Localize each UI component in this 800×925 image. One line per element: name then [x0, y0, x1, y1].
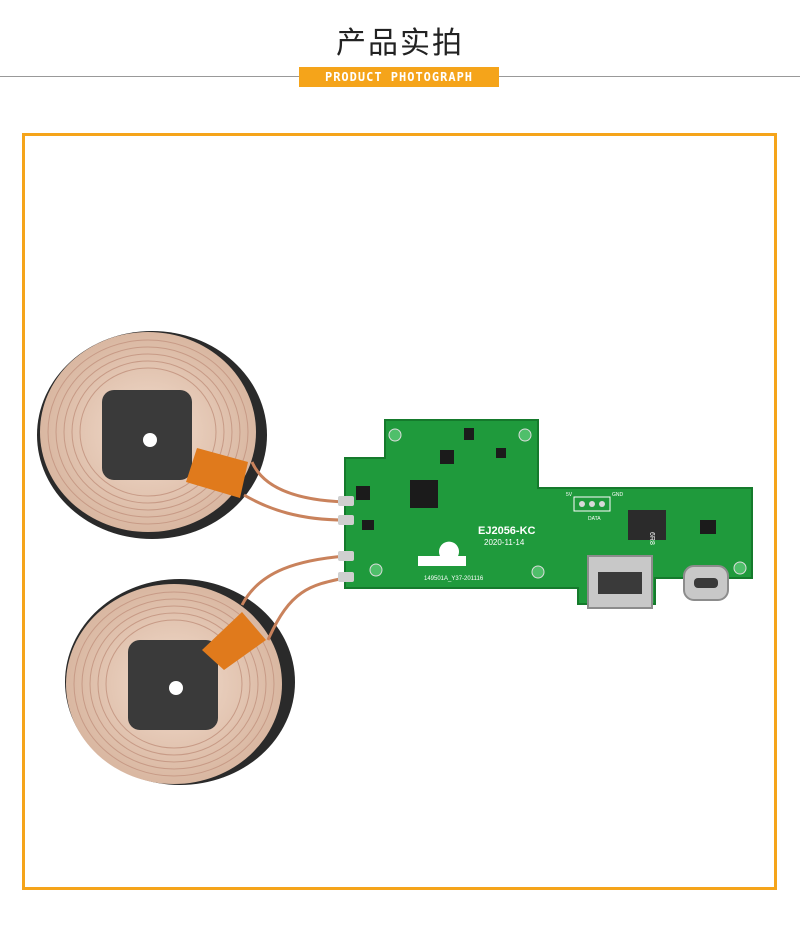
pin-label-data: DATA [588, 516, 601, 522]
pin-label-5v: 5V [566, 492, 573, 498]
board-date-label: 2020-11-14 [484, 538, 525, 547]
board-model-label: EJ2056-KC [478, 525, 536, 537]
upper-coil [37, 331, 267, 539]
photo-frame [22, 133, 777, 890]
lower-coil [65, 579, 295, 785]
pin-label-gnd: GND [612, 492, 624, 498]
coil-wires [240, 461, 346, 641]
board-code-label: 149501A_Y37-201116 [424, 576, 484, 582]
inductor-marking: 6R8 [648, 532, 655, 545]
section-tag: PRODUCT PHOTOGRAPH [299, 67, 499, 87]
page-title: 产品实拍 [336, 26, 464, 61]
pcb-board [338, 419, 753, 609]
